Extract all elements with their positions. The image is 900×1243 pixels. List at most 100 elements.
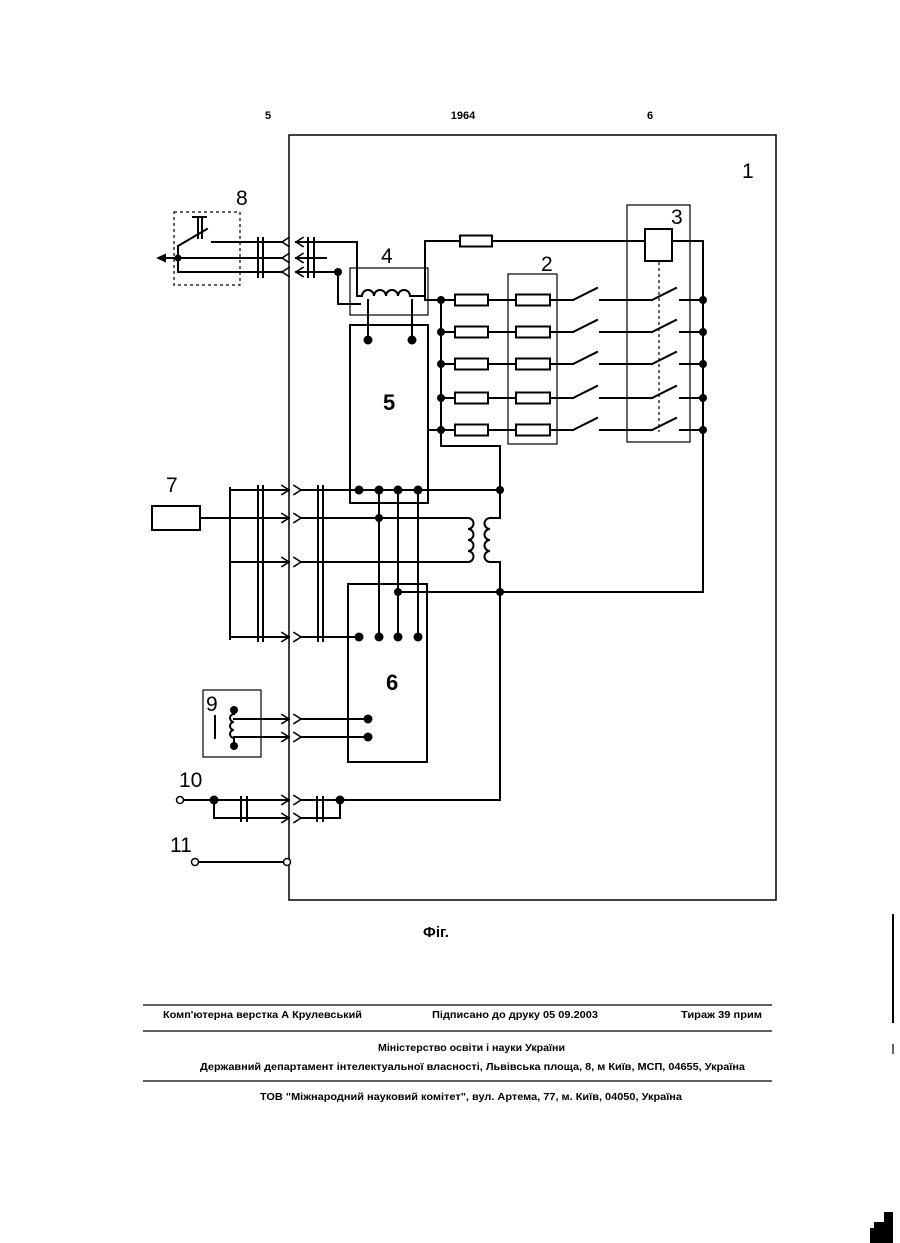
junction-dot	[175, 255, 182, 262]
footer-layout-credit: Комп'ютерна верстка А Крулевський	[163, 1010, 362, 1021]
label-3: 3	[671, 206, 683, 229]
switch-blade	[573, 288, 597, 300]
label-2: 2	[541, 253, 553, 276]
connector-arrow-icon	[294, 633, 301, 642]
wire	[379, 490, 418, 637]
relay-contact-blade	[652, 320, 676, 332]
resistor	[516, 425, 550, 436]
junction-dot	[496, 486, 504, 494]
transformer-primary	[468, 518, 474, 562]
footer-signed-date: Підписано до друку 05 09.2003	[432, 1010, 598, 1021]
junction-dot	[210, 796, 219, 805]
junction-dot	[699, 426, 707, 434]
connector-arrow-icon	[294, 715, 301, 724]
label-8: 8	[236, 187, 248, 210]
branch-fuse	[455, 393, 488, 404]
label-6: 6	[386, 670, 398, 695]
wire	[296, 242, 362, 304]
junction-dot	[336, 796, 345, 805]
wire	[368, 300, 412, 340]
wire	[200, 488, 289, 639]
label-5: 5	[383, 390, 395, 415]
terminal-dot	[394, 633, 403, 642]
wire	[441, 430, 500, 518]
footer-ministry: Міністерство освіти і науки України	[378, 1043, 565, 1054]
connector-socket	[318, 486, 323, 641]
terminal-dot	[375, 633, 384, 642]
junction-dot	[437, 394, 445, 402]
junction-dot	[699, 328, 707, 336]
generated-elements	[282, 238, 707, 823]
main-fuse	[460, 236, 492, 247]
branch-fuse	[455, 359, 488, 370]
terminal-dot	[355, 633, 364, 642]
sensor-icon	[215, 710, 234, 746]
terminal-dot	[414, 633, 423, 642]
pushbutton-box	[174, 212, 240, 285]
relay-contact-blade	[652, 386, 676, 398]
resistor	[516, 295, 550, 306]
terminal-dot	[364, 715, 373, 724]
input-terminal	[177, 797, 184, 804]
junction-dot	[375, 514, 383, 522]
unit-7-box	[152, 506, 200, 530]
frame-terminal	[284, 859, 291, 866]
pushbutton-icon	[193, 217, 206, 238]
connector-arrow-icon	[294, 733, 301, 742]
junction-dot	[496, 588, 504, 596]
resistor	[516, 327, 550, 338]
junction-dot	[230, 742, 238, 750]
terminal-dot	[364, 733, 373, 742]
footer-department: Державний департамент інтелектуальної вл…	[200, 1062, 745, 1073]
junction-dot	[375, 486, 384, 495]
junction-dot	[699, 296, 707, 304]
relay-coil	[645, 229, 672, 261]
junction-dot	[334, 268, 342, 276]
label-7: 7	[166, 474, 178, 497]
footer-publisher: ТОВ "Міжнародний науковий комітет", вул.…	[260, 1092, 682, 1103]
output-arrow-icon	[156, 254, 166, 263]
switch-blade	[573, 320, 597, 332]
resistor	[516, 359, 550, 370]
label-10: 10	[179, 769, 202, 792]
connector-arrow-icon	[294, 514, 301, 523]
connector-arrow-icon	[282, 238, 289, 247]
branch-fuse	[455, 295, 488, 306]
scan-corner-mark	[870, 1212, 893, 1243]
junction-dot	[414, 486, 423, 495]
header-page-left: 5	[265, 110, 271, 122]
switch-blade	[573, 386, 597, 398]
header-page-right: 6	[647, 110, 653, 122]
relay-contact-blade	[652, 418, 676, 430]
terminal-dot	[364, 336, 373, 345]
label-4: 4	[381, 245, 393, 268]
junction-dot	[437, 360, 445, 368]
junction-dot	[394, 588, 402, 596]
label-9: 9	[206, 693, 218, 716]
switch-blade	[573, 418, 597, 430]
transformer-secondary	[340, 518, 500, 800]
connector-arrow-icon	[282, 254, 289, 263]
connector-arrow-icon	[282, 268, 289, 277]
wire	[166, 242, 282, 272]
figure-caption: Фіг.	[423, 924, 449, 941]
connector-arrow-icon	[294, 486, 301, 495]
label-11: 11	[170, 834, 192, 857]
relay-contact-blade	[652, 288, 676, 300]
wire	[301, 490, 500, 637]
junction-dot	[230, 706, 238, 714]
branch-fuse	[455, 327, 488, 338]
label-1: 1	[742, 160, 754, 183]
connector-plug	[258, 486, 263, 641]
relay-contact-blade	[652, 352, 676, 364]
connector-arrow-icon	[294, 814, 301, 823]
input-terminal	[192, 859, 199, 866]
junction-dot	[437, 328, 445, 336]
connector-arrow-icon	[294, 796, 301, 805]
footer-circulation: Тираж 39 прим	[681, 1010, 762, 1021]
junction-dot	[699, 360, 707, 368]
branch-fuse	[455, 425, 488, 436]
coil-winding	[362, 290, 425, 296]
junction-dot	[355, 486, 364, 495]
